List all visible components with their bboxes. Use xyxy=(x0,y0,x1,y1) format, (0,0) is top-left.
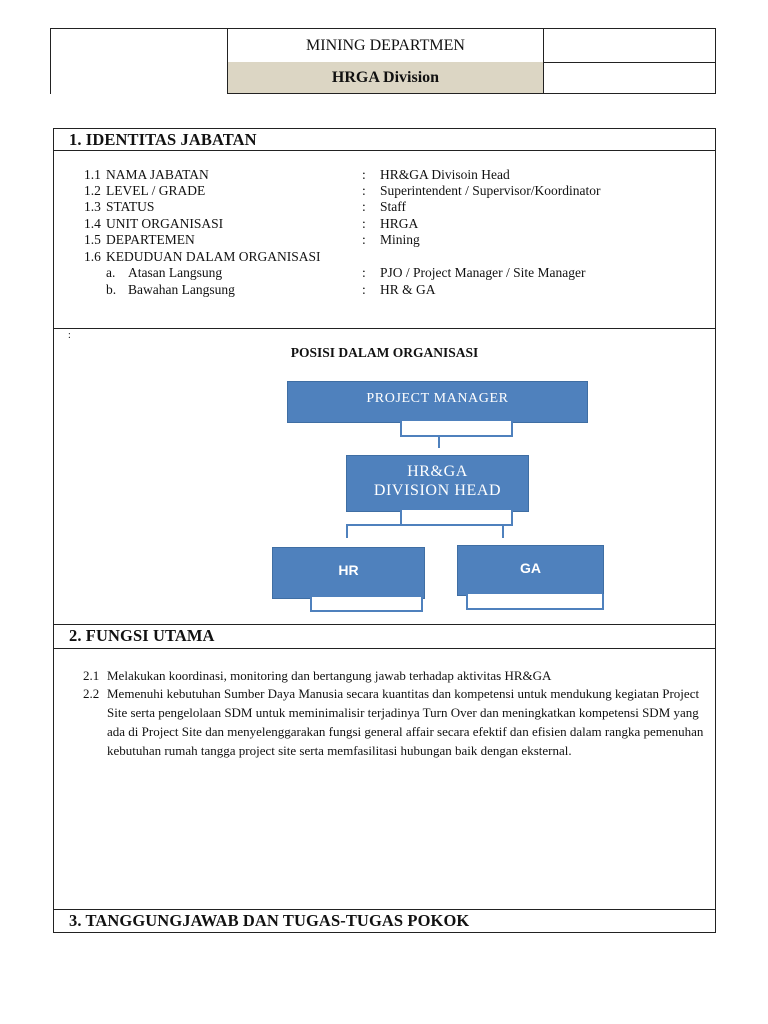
info-separator: : xyxy=(362,183,366,198)
hr-tab xyxy=(310,597,423,612)
info-row: 1.4 UNIT ORGANISASI : HRGA xyxy=(0,216,660,232)
project-manager-tab xyxy=(400,421,513,437)
section-title-tanggungjawab: 3. TANGGUNGJAWAB DAN TUGAS-TUGAS POKOK xyxy=(69,911,470,930)
info-num: 1.6 xyxy=(84,249,101,264)
fungsi-item: 2.1 Melakukan koordinasi, monitoring dan… xyxy=(83,666,703,685)
info-row: b. Bawahan Langsung : HR & GA xyxy=(0,282,660,298)
info-num: 1.5 xyxy=(84,232,101,247)
header-left-cell xyxy=(50,28,228,94)
ga-label: GA xyxy=(520,560,541,576)
info-row: 1.2 LEVEL / GRADE : Superintendent / Sup… xyxy=(0,183,660,199)
info-num: 1.4 xyxy=(84,216,101,231)
info-value: HRGA xyxy=(380,216,419,231)
info-label: NAMA JABATAN xyxy=(106,167,209,182)
divider-section2-title xyxy=(53,648,716,649)
job-description-frame xyxy=(53,128,716,933)
division-head-label-line1: HR&GA xyxy=(407,463,468,480)
project-manager-box: PROJECT MANAGER xyxy=(287,381,588,423)
info-num: 1.3 xyxy=(84,199,101,214)
info-num: b. xyxy=(106,282,117,297)
info-row: 1.3 STATUS : Staff xyxy=(0,199,660,215)
info-separator: : xyxy=(362,265,366,280)
project-manager-label: PROJECT MANAGER xyxy=(366,391,509,406)
fungsi-text: Melakukan koordinasi, monitoring dan ber… xyxy=(107,668,552,683)
header-right-cell-top xyxy=(543,28,716,63)
divider-section2-end xyxy=(53,909,716,910)
info-label: KEDUDUAN DALAM ORGANISASI xyxy=(106,249,321,264)
info-separator: : xyxy=(362,282,366,297)
org-colon: : xyxy=(68,330,71,341)
info-value: Superintendent / Supervisor/Koordinator xyxy=(380,183,601,198)
divider-section1-title xyxy=(53,150,716,151)
info-value: HR & GA xyxy=(380,282,436,297)
info-row: 1.5 DEPARTEMEN : Mining xyxy=(0,232,660,248)
division-title: HRGA Division xyxy=(227,62,544,94)
info-separator: : xyxy=(362,199,366,214)
divider-org-end xyxy=(53,624,716,625)
ga-tab xyxy=(466,594,604,610)
info-num: 1.1 xyxy=(84,167,101,182)
info-row: 1.6 KEDUDUAN DALAM ORGANISASI xyxy=(0,249,660,265)
fungsi-num: 2.1 xyxy=(83,668,100,683)
info-value: Mining xyxy=(380,232,420,247)
info-num: a. xyxy=(106,265,116,280)
ga-box: GA xyxy=(457,545,604,596)
fungsi-num: 2.2 xyxy=(83,686,100,701)
fungsi-item: 2.2 Memenuhi kebutuhan Sumber Daya Manus… xyxy=(83,684,703,784)
divider-section1-end xyxy=(53,328,716,329)
info-separator: : xyxy=(362,232,366,247)
info-separator: : xyxy=(362,216,366,231)
fungsi-text: Memenuhi kebutuhan Sumber Daya Manusia s… xyxy=(107,686,704,758)
info-value: HR&GA Divisoin Head xyxy=(380,167,510,182)
division-head-tab xyxy=(400,510,513,526)
header-right-cell-bottom xyxy=(543,62,716,94)
info-label: STATUS xyxy=(106,199,155,214)
info-label: UNIT ORGANISASI xyxy=(106,216,224,231)
org-chart-title: POSISI DALAM ORGANISASI xyxy=(290,345,479,360)
info-label: Bawahan Langsung xyxy=(128,282,235,297)
info-row: a. Atasan Langsung : PJO / Project Manag… xyxy=(0,265,660,281)
section-title-identitas: 1. IDENTITAS JABATAN xyxy=(69,130,257,149)
division-head-box: HR&GA DIVISION HEAD xyxy=(346,455,529,512)
info-num: 1.2 xyxy=(84,183,101,198)
info-label: DEPARTEMEN xyxy=(106,232,195,247)
info-value: PJO / Project Manager / Site Manager xyxy=(380,265,586,280)
section-title-fungsi: 2. FUNGSI UTAMA xyxy=(69,626,215,645)
info-label: LEVEL / GRADE xyxy=(106,183,206,198)
info-separator: : xyxy=(362,167,366,182)
info-value: Staff xyxy=(380,199,406,214)
hr-box: HR xyxy=(272,547,425,599)
hr-label: HR xyxy=(338,562,359,578)
info-label: Atasan Langsung xyxy=(128,265,223,280)
division-head-label-line2: DIVISION HEAD xyxy=(373,482,502,499)
info-row: 1.1 NAMA JABATAN : HR&GA Divisoin Head xyxy=(0,167,660,183)
